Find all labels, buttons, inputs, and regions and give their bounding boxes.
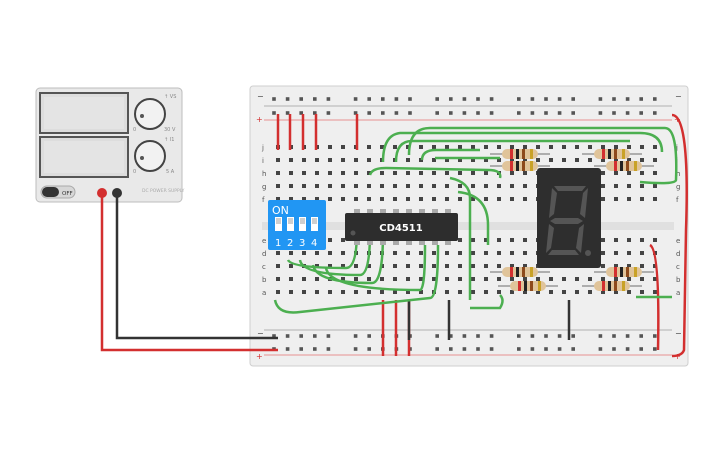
knob-top-v-label: ↑ VS (164, 94, 176, 100)
supply-red-wire[interactable] (100, 193, 278, 352)
row-letter: a (676, 289, 680, 297)
row-letter: f (262, 196, 265, 204)
row-letter: b (262, 276, 267, 284)
current-knob[interactable] (134, 140, 166, 172)
row-letter: d (676, 250, 680, 258)
row-letter: e (262, 237, 266, 245)
row-letter: c (262, 263, 266, 271)
dip-number: 2 (287, 238, 293, 249)
seven-segment-display[interactable] (537, 168, 601, 268)
green-wires[interactable] (273, 126, 678, 314)
dip-number: 3 (299, 238, 305, 249)
ic-label: CD4511 (379, 223, 423, 234)
supply-brand: DC POWER SUPPLY (142, 188, 185, 194)
bottom-minus-label-right: − (675, 329, 682, 338)
dip-on-label: ON (272, 204, 289, 217)
row-letter: g (676, 183, 680, 191)
supply-wires[interactable] (100, 193, 278, 352)
top-plus-label: + (256, 115, 263, 124)
knob-a-max: 5 A (166, 169, 175, 175)
row-letter: b (676, 276, 681, 284)
knob-v-max: 30 V (164, 127, 176, 133)
top-minus-label: − (257, 92, 264, 101)
resistors[interactable] (490, 149, 654, 291)
bottom-minus-label: − (257, 329, 264, 338)
row-letter: d (262, 250, 266, 258)
display-segments (546, 186, 591, 256)
row-letter: h (262, 170, 266, 178)
power-supply[interactable]: ↑ VS ↑ I1 0 30 V 0 5 A OFF DC POWER SUPP… (35, 87, 185, 203)
center-channel (262, 222, 674, 230)
row-letter: j (261, 144, 264, 152)
supply-black-wire[interactable] (115, 193, 278, 340)
switch-label: OFF (62, 191, 73, 197)
row-letter: h (676, 170, 680, 178)
knob-a-min: 0 (133, 169, 136, 175)
dip-number: 1 (275, 238, 281, 249)
row-letter: i (262, 157, 264, 165)
row-letter: e (676, 237, 680, 245)
bottom-plus-label: + (256, 352, 263, 361)
row-letter: c (676, 263, 680, 271)
knob-v-min: 0 (133, 127, 136, 133)
row-letter: a (262, 289, 266, 297)
cd4511-ic[interactable]: CD4511 (345, 209, 458, 245)
voltage-knob[interactable] (134, 98, 166, 130)
dip-number: 4 (311, 238, 317, 249)
row-letter: g (262, 183, 266, 191)
row-letter: f (676, 196, 679, 204)
top-minus-label-right: − (675, 92, 682, 101)
black-jumpers[interactable] (407, 300, 571, 340)
knob-top-a-label: ↑ I1 (164, 137, 174, 143)
